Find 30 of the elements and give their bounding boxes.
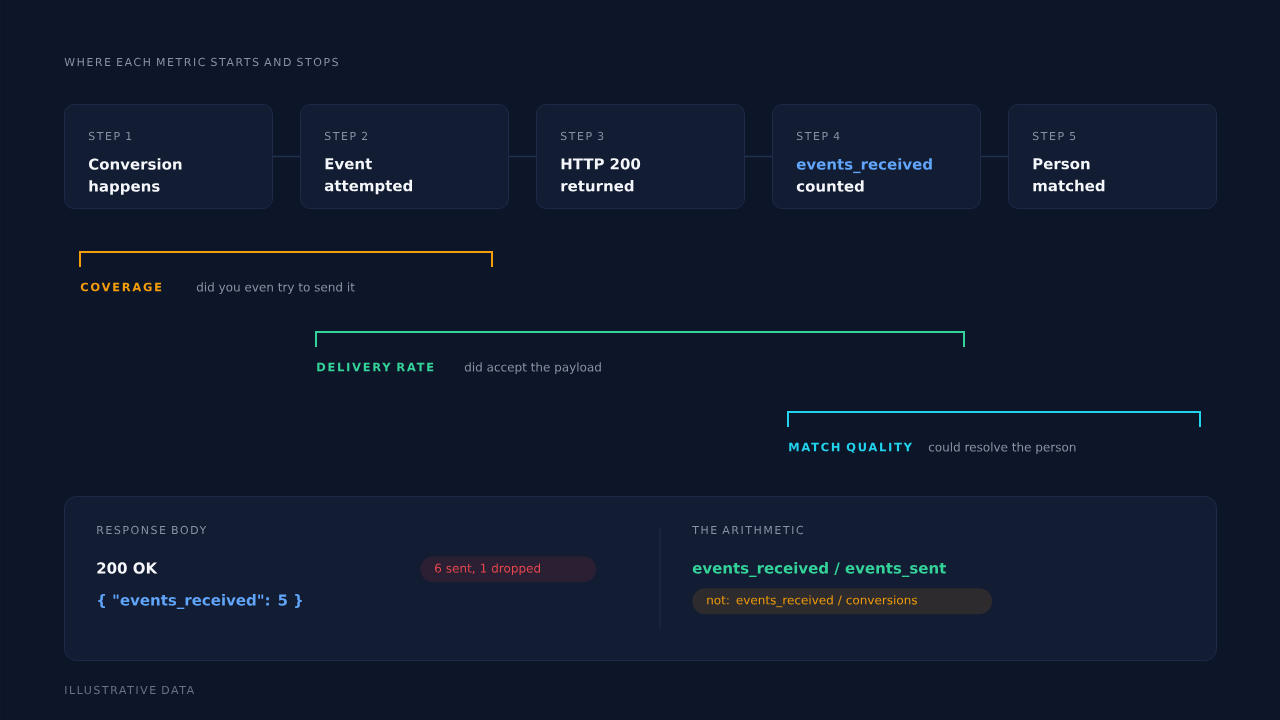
step-title: counted (796, 180, 864, 192)
metric-name: MATCH QUALITY (789, 442, 913, 453)
status-text: 200 OK (97, 562, 158, 574)
description-text: did you even try to send it (196, 282, 355, 294)
connector-line (508, 155, 537, 158)
pill-tag: 6 sent, 1 dropped (420, 556, 597, 583)
step-label: STEP 1 (88, 131, 132, 141)
description-text: could resolve the person (928, 442, 1076, 454)
pill-tag: not: events_received / conversions (692, 588, 993, 615)
formula-text: events_received / events_sent (692, 562, 946, 577)
connector-line (980, 155, 1009, 158)
metric-name: COVERAGE (80, 282, 162, 292)
caption: ILLUSTRATIVE DATA (65, 685, 195, 695)
step-title: Conversion happens (88, 158, 182, 195)
step-label: STEP 2 (324, 131, 368, 141)
connector-line (272, 155, 301, 158)
step-title: Person matched (1033, 158, 1105, 192)
step-label: STEP 5 (1032, 131, 1076, 141)
step-title: events_received (796, 158, 932, 174)
step-title: HTTP 200 returned (561, 158, 641, 192)
step-title: Event attempted (324, 158, 413, 195)
step-label: STEP 3 (560, 131, 604, 141)
section-label: THE ARITHMETIC (692, 525, 803, 535)
metric-name: DELIVERY RATE (317, 362, 434, 372)
title: WHERE EACH METRIC STARTS AND STOPS (64, 57, 338, 67)
connector-line (744, 155, 773, 158)
section-label: RESPONSE BODY (97, 525, 207, 535)
json-text: { "events_received": 5 } (98, 594, 302, 609)
description-text: did accept the payload (464, 362, 601, 374)
step-label: STEP 4 (796, 131, 840, 141)
